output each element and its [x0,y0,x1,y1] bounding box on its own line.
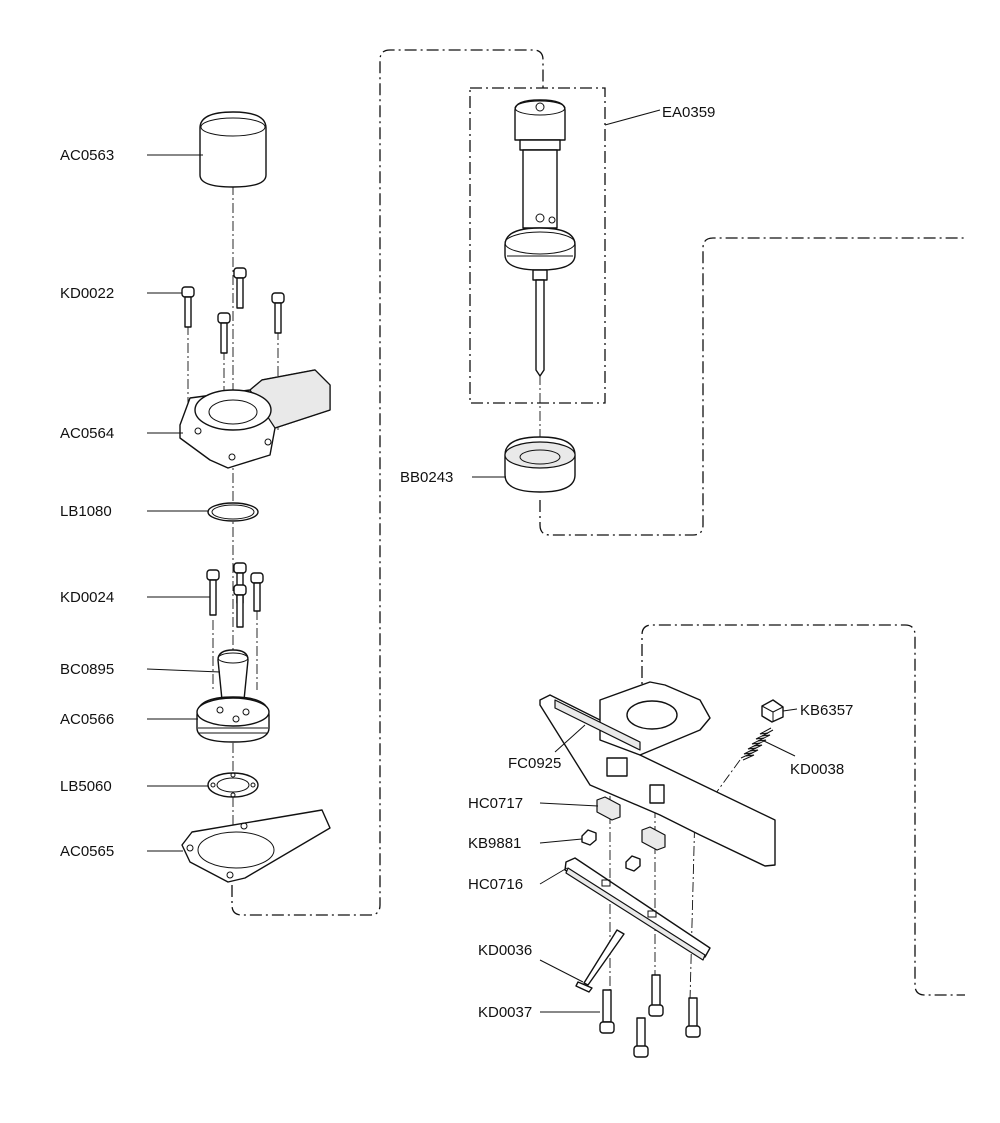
label-kb6357: KB6357 [800,702,853,719]
screw-kd0036 [575,929,625,993]
cartridge-assembly-box [469,87,606,404]
gasket-small-part [207,772,259,798]
label-lb1080: LB1080 [60,503,112,520]
boundary-bracket-assembly [641,624,965,996]
label-kd0038: KD0038 [790,761,844,778]
label-bb0243: BB0243 [400,469,453,486]
label-hc0717: HC0717 [468,795,523,812]
ring-part [504,436,576,493]
label-kd0036: KD0036 [478,942,532,959]
lever-part [564,857,711,961]
label-ea0359: EA0359 [662,104,715,121]
screws-kb9881 [581,829,641,872]
label-bc0895: BC0895 [60,661,114,678]
label-ac0563: AC0563 [60,147,114,164]
label-hc0716: HC0716 [468,876,523,893]
label-kb9881: KB9881 [468,835,521,852]
boundary-left-to-cartridge [231,49,544,916]
label-lb5060: LB5060 [60,778,112,795]
spring-part [740,727,774,761]
nozzle-part [217,649,249,701]
label-fc0925: FC0925 [508,755,561,772]
bracket-part [539,681,776,867]
plate-part [181,809,331,883]
label-ac0566: AC0566 [60,711,114,728]
cap-part [199,111,267,188]
boundary-cartridge-to-right [539,237,965,536]
label-kd0037: KD0037 [478,1004,532,1021]
label-ac0565: AC0565 [60,843,114,860]
axis-bracket-3 [689,809,696,1001]
cartridge-part [504,99,576,377]
oring-part [207,502,259,522]
base-part [196,696,270,743]
blocks-hc0717 [596,796,666,851]
screws-kd0022 [181,267,285,354]
leader-lines [146,109,798,1013]
label-ac0564: AC0564 [60,425,114,442]
label-kd0024: KD0024 [60,589,114,606]
housing-part [179,369,331,469]
screws-kd0037 [599,974,701,1058]
small-cap-part [761,699,784,723]
label-kd0022: KD0022 [60,285,114,302]
screws-kd0024 [206,562,264,628]
